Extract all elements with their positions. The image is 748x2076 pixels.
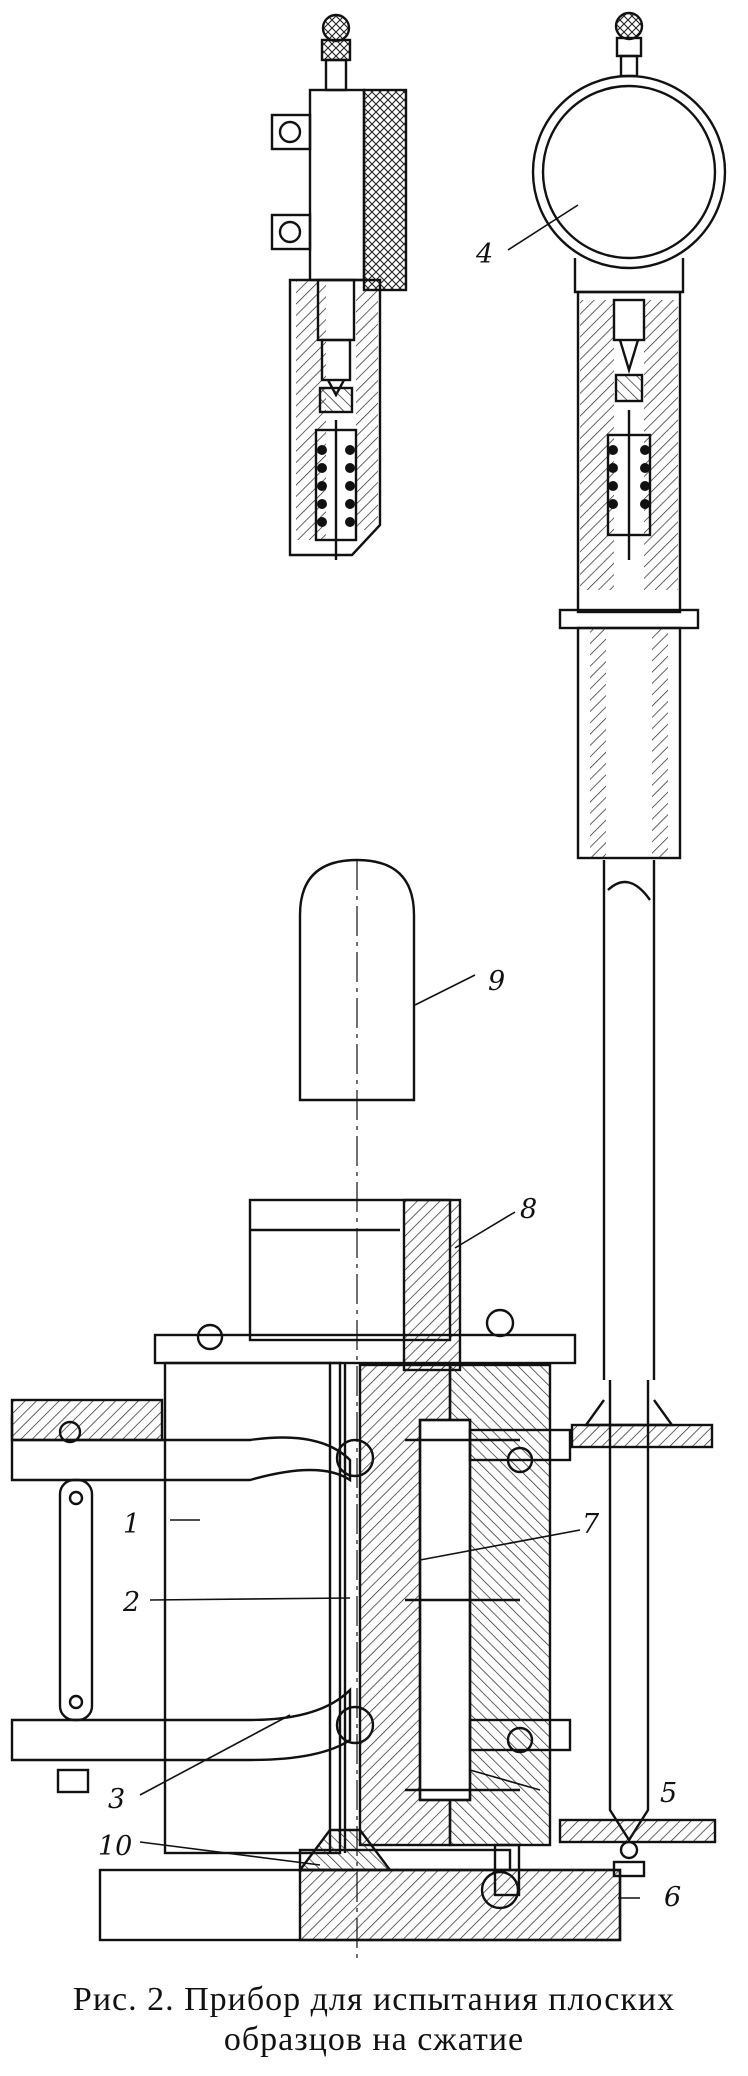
callout-9: 9 [488,966,505,997]
callout-10: 10 [98,1831,132,1862]
base-assembly [10,858,717,1942]
callout-8: 8 [520,1194,537,1225]
callout-4: 4 [475,239,493,270]
callout-7: 7 [582,1509,600,1540]
callout-2: 2 [122,1587,140,1618]
callout-1: 1 [123,1509,140,1540]
callout-5: 5 [660,1778,677,1809]
detail-view [270,13,408,560]
callout-6: 6 [664,1882,681,1913]
figure-caption: Рис. 2. Прибор для испытания плоских обр… [0,1980,748,2060]
leader-lines [139,204,640,1899]
caption-line-2: образцов на сжатие [223,2021,525,2058]
callout-3: 3 [108,1784,125,1815]
caption-line-1: Рис. 2. Прибор для испытания плоских [72,1981,676,2018]
callouts: 1 2 3 4 5 6 7 8 9 10 [98,239,681,1913]
indicator-assembly [531,11,727,1878]
